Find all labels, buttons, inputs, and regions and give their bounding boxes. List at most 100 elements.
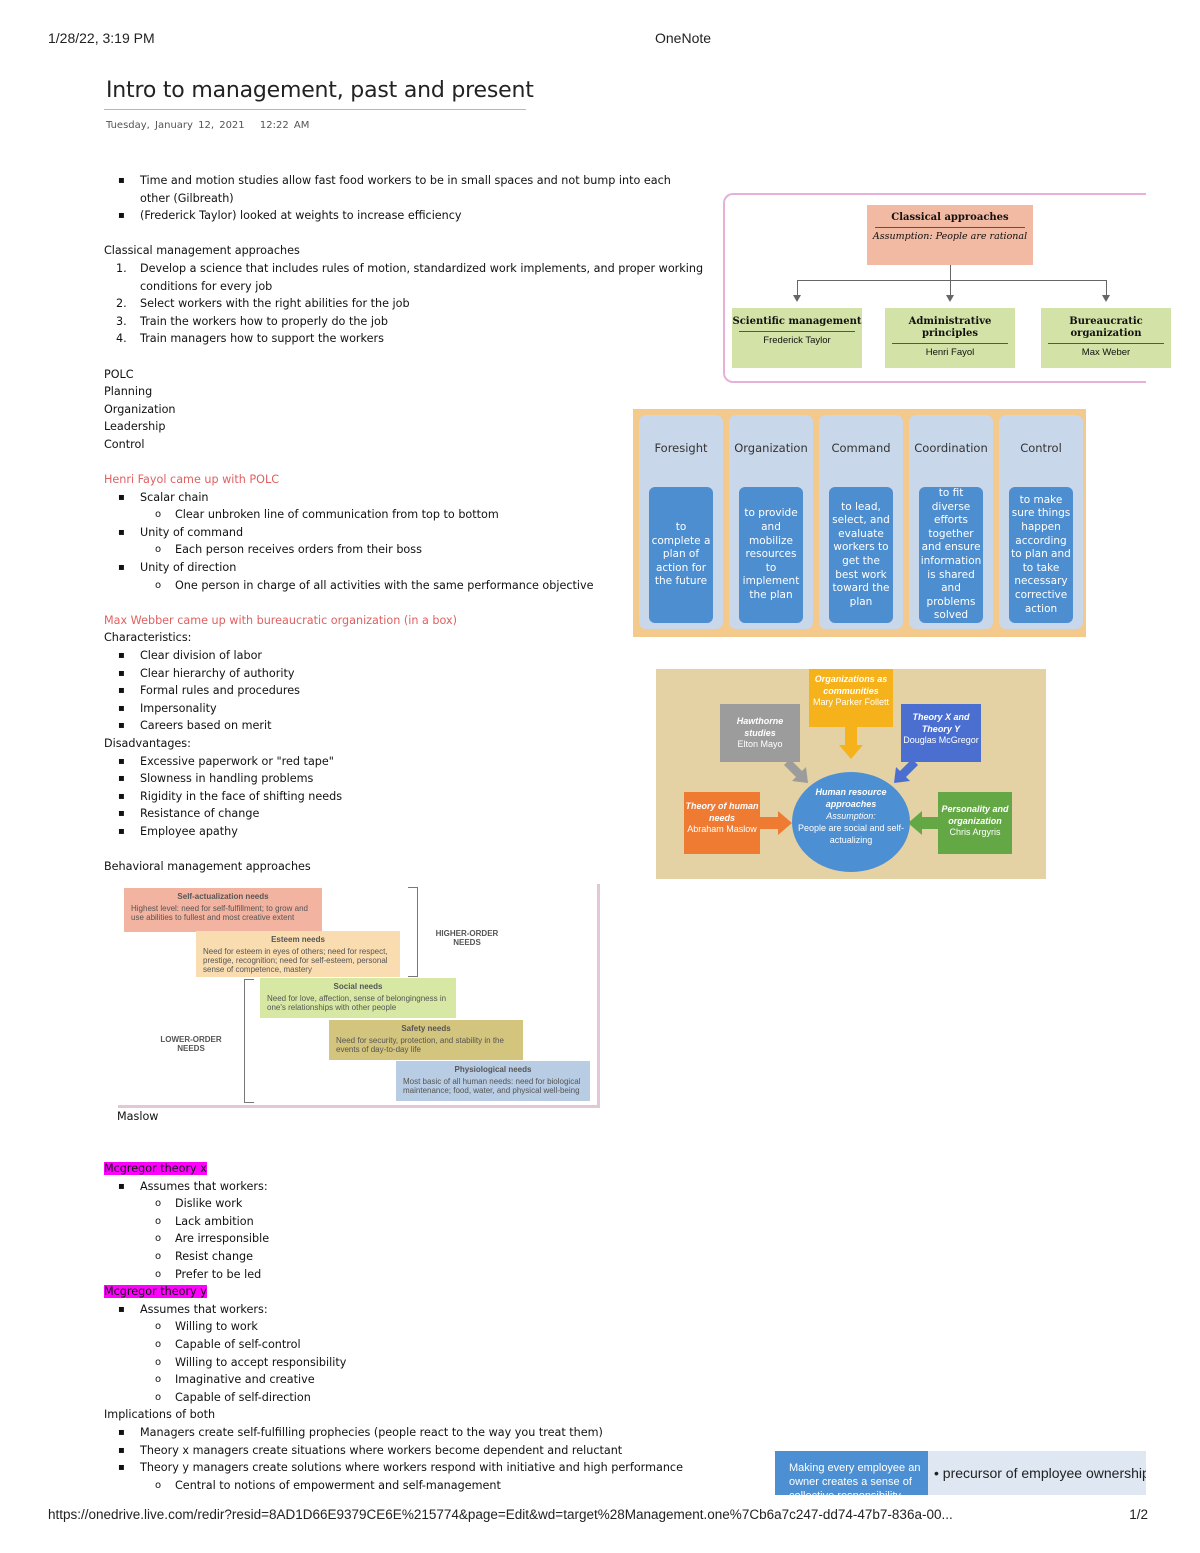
connector-line bbox=[950, 280, 951, 296]
diagram-box-title: Classical approaches bbox=[891, 212, 1009, 223]
hr-center-circle: Human resource approaches Assumption: Pe… bbox=[792, 772, 910, 872]
connector-line bbox=[797, 280, 1106, 281]
arrow-down-icon bbox=[1102, 295, 1110, 302]
theory-y-heading: Mcgregor theory y bbox=[104, 1285, 207, 1299]
list-item: Rigidity in the face of shifting needs bbox=[104, 788, 704, 806]
function-column: Organization to provide and mobilize res… bbox=[729, 415, 813, 629]
polc-label: POLC bbox=[104, 367, 134, 381]
fayol-list: Scalar chain Clear unbroken line of comm… bbox=[104, 489, 704, 595]
list-subitem: Capable of self-direction bbox=[104, 1389, 704, 1407]
arrow-diagonal-icon bbox=[894, 759, 918, 783]
weber-heading: Max Webber came up with bureaucratic org… bbox=[104, 613, 458, 627]
maslow-level: Safety needs Need for security, protecti… bbox=[329, 1020, 523, 1060]
list-item: Time and motion studies allow fast food … bbox=[104, 172, 704, 207]
arrow-left-icon bbox=[908, 811, 940, 835]
arrow-down-icon bbox=[793, 295, 801, 302]
maslow-caption: Maslow bbox=[117, 1110, 159, 1123]
disadvantages-list: Excessive paperwork or "red tape" Slowne… bbox=[104, 753, 704, 841]
list-subitem: One person in charge of all activities w… bbox=[104, 577, 704, 595]
characteristics-list: Clear division of labor Clear hierarchy … bbox=[104, 647, 704, 735]
arrow-down-icon bbox=[839, 727, 863, 759]
connector-line bbox=[797, 280, 798, 296]
maslow-level: Social needs Need for love, affection, s… bbox=[260, 978, 456, 1018]
list-subitem: Are irresponsible bbox=[104, 1230, 704, 1248]
lower-order-label: LOWER-ORDER NEEDS bbox=[160, 1035, 222, 1053]
list-subitem: Prefer to be led bbox=[104, 1266, 704, 1284]
list-subitem: Willing to work bbox=[104, 1318, 704, 1336]
polc-item: Organization bbox=[104, 402, 176, 416]
polc-item: Control bbox=[104, 437, 145, 451]
maslow-level: Self-actualization needs Highest level: … bbox=[124, 888, 322, 932]
maslow-hierarchy-diagram: Self-actualization needs Highest level: … bbox=[118, 884, 600, 1108]
function-column: Foresight to complete a plan of action f… bbox=[639, 415, 723, 629]
notes-body: Time and motion studies allow fast food … bbox=[104, 172, 704, 876]
intro-list: Time and motion studies allow fast food … bbox=[104, 172, 704, 225]
characteristics-label: Characteristics: bbox=[104, 631, 192, 645]
list-subitem: Willing to accept responsibility bbox=[104, 1354, 704, 1372]
notes-body-lower: Mcgregor theory x Assumes that workers: … bbox=[104, 1160, 704, 1494]
disadvantages-label: Disadvantages: bbox=[104, 737, 191, 750]
theory-x-heading: Mcgregor theory x bbox=[104, 1162, 207, 1175]
list-item: Assumes that workers: bbox=[104, 1178, 704, 1196]
app-name: OneNote bbox=[655, 30, 712, 46]
list-subitem: Dislike work bbox=[104, 1195, 704, 1213]
list-item: Impersonality bbox=[104, 700, 704, 718]
maslow-level: Esteem needs Need for esteem in eyes of … bbox=[196, 931, 400, 977]
page-time: 12:22 AM bbox=[259, 120, 310, 131]
list-item: Unity of command bbox=[104, 524, 704, 542]
slide-right-panel: • precursor of employee ownership profit… bbox=[928, 1451, 1146, 1495]
classical-steps-list: 1.Develop a science that includes rules … bbox=[104, 260, 704, 348]
polc-item: Planning bbox=[104, 385, 153, 399]
list-item: Clear division of labor bbox=[104, 647, 704, 665]
list-subitem: Imaginative and creative bbox=[104, 1371, 704, 1389]
function-column: Coordination to fit diverse efforts toge… bbox=[909, 415, 993, 629]
title-underline bbox=[104, 109, 526, 110]
page-number: 1/2 bbox=[1129, 1507, 1148, 1522]
fayol-heading: Henri Fayol came up with POLC bbox=[104, 473, 280, 487]
list-item: Employee apathy bbox=[104, 823, 704, 841]
bureaucratic-organization-box: Bureaucratic organization Max Weber bbox=[1041, 308, 1171, 368]
connector-line bbox=[1106, 280, 1107, 296]
list-item: Scalar chain bbox=[104, 489, 704, 507]
list-subitem: Each person receives orders from their b… bbox=[104, 541, 704, 559]
diagram-box-assumption: Assumption: People are rational bbox=[872, 231, 1028, 242]
list-item: Careers based on merit bbox=[104, 717, 704, 735]
list-item: Formal rules and procedures bbox=[104, 682, 704, 700]
list-subitem: Lack ambition bbox=[104, 1213, 704, 1231]
arrow-diagonal-icon bbox=[784, 759, 808, 783]
list-item: Excessive paperwork or "red tape" bbox=[104, 753, 704, 771]
list-item: 3.Train the workers how to properly do t… bbox=[116, 314, 388, 328]
print-datetime: 1/28/22, 3:19 PM bbox=[48, 30, 155, 46]
classical-approaches-box: Classical approaches Assumption: People … bbox=[867, 205, 1033, 265]
list-item: 4.Train managers how to support the work… bbox=[116, 332, 384, 346]
maslow-level: Physiological needs Most basic of all hu… bbox=[396, 1061, 590, 1101]
list-item: Unity of direction bbox=[104, 559, 704, 577]
page-title: Intro to management, past and present bbox=[106, 78, 534, 103]
administrative-principles-box: Administrative principles Henri Fayol bbox=[885, 308, 1015, 368]
theory-x-list: Assumes that workers: Dislike work Lack … bbox=[104, 1178, 704, 1284]
page-timestamp: Tuesday, January 12, 2021 12:22 AM bbox=[106, 120, 309, 131]
implications-list: Managers create self-fulfilling propheci… bbox=[104, 1424, 704, 1494]
list-item: Slowness in handling problems bbox=[104, 770, 704, 788]
pdf-footer: https://onedrive.live.com/redir?resid=8A… bbox=[0, 1507, 1200, 1527]
arrow-right-icon bbox=[760, 811, 792, 835]
pdf-header: 1/28/22, 3:19 PM OneNote bbox=[0, 30, 1200, 50]
list-item: (Frederick Taylor) looked at weights to … bbox=[104, 207, 704, 225]
function-column: Command to lead, select, and evaluate wo… bbox=[819, 415, 903, 629]
list-subitem: Clear unbroken line of communication fro… bbox=[104, 506, 704, 524]
scientific-management-box: Scientific management Frederick Taylor bbox=[732, 308, 862, 368]
list-item: 1.Develop a science that includes rules … bbox=[116, 261, 704, 293]
theory-y-list: Assumes that workers: Willing to work Ca… bbox=[104, 1301, 704, 1407]
slide-left-panel: Making every employee an owner creates a… bbox=[775, 1451, 928, 1495]
list-item: Theory y managers create solutions where… bbox=[104, 1459, 704, 1477]
higher-order-label: HIGHER-ORDER NEEDS bbox=[435, 929, 499, 947]
lower-order-bracket bbox=[244, 979, 254, 1103]
list-item: Clear hierarchy of authority bbox=[104, 665, 704, 683]
implications-label: Implications of both bbox=[104, 1408, 216, 1422]
classical-heading: Classical management approaches bbox=[104, 244, 300, 258]
